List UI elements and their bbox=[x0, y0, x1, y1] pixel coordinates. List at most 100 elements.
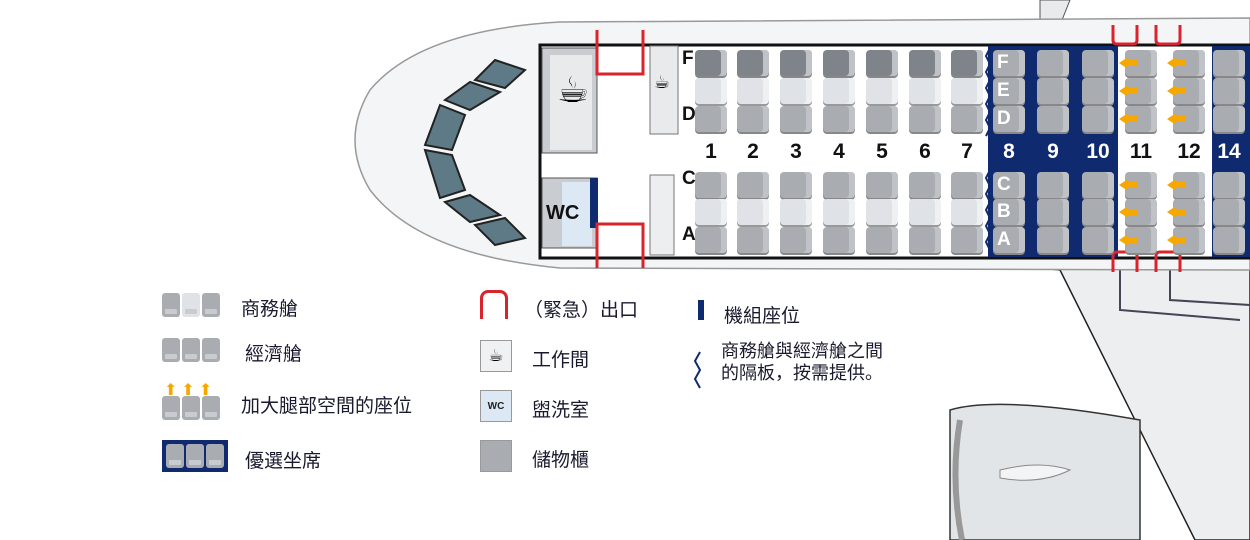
seat-7B[interactable] bbox=[951, 199, 983, 225]
seat-14C[interactable] bbox=[1213, 172, 1245, 198]
seat-1C[interactable] bbox=[695, 172, 727, 198]
seat-10A[interactable] bbox=[1082, 227, 1114, 253]
legend-crew-seat: 機組座位 bbox=[724, 305, 801, 327]
row-number: 10 bbox=[1086, 140, 1110, 163]
seat-8E[interactable]: E bbox=[993, 78, 1025, 104]
seat-6D[interactable] bbox=[909, 106, 941, 132]
seat-2E[interactable] bbox=[737, 78, 769, 104]
seat-14F[interactable] bbox=[1213, 50, 1245, 76]
seat-7A[interactable] bbox=[951, 227, 983, 253]
seat-2D[interactable] bbox=[737, 106, 769, 132]
seat-8D[interactable]: D bbox=[993, 106, 1025, 132]
seat-3B[interactable] bbox=[780, 199, 812, 225]
seat-3C[interactable] bbox=[780, 172, 812, 198]
seat-8B[interactable]: B bbox=[993, 199, 1025, 225]
seat-7D[interactable] bbox=[951, 106, 983, 132]
row-number: 14 bbox=[1217, 140, 1241, 163]
row-number: 2 bbox=[747, 140, 759, 163]
seat-10D[interactable] bbox=[1082, 106, 1114, 132]
seat-3F[interactable] bbox=[780, 50, 812, 76]
extra-legroom-arrow-icon bbox=[1167, 234, 1186, 246]
seat-9C[interactable] bbox=[1037, 172, 1069, 198]
seat-8F[interactable]: F bbox=[993, 50, 1025, 76]
row-number: 8 bbox=[1003, 140, 1015, 163]
seat-1E[interactable] bbox=[695, 78, 727, 104]
seat-letter: C bbox=[997, 174, 1011, 195]
seat-8C[interactable]: C bbox=[993, 172, 1025, 198]
seat-1D[interactable] bbox=[695, 106, 727, 132]
seat-9B[interactable] bbox=[1037, 199, 1069, 225]
seat-5A[interactable] bbox=[866, 227, 898, 253]
crew-seat-icon bbox=[698, 300, 704, 320]
seat-6C[interactable] bbox=[909, 172, 941, 198]
seat-10E[interactable] bbox=[1082, 78, 1114, 104]
lavatory-label: WC bbox=[546, 202, 580, 224]
cabin-divider bbox=[984, 47, 992, 137]
seat-3D[interactable] bbox=[780, 106, 812, 132]
seat-14A[interactable] bbox=[1213, 227, 1245, 253]
seat-10C[interactable] bbox=[1082, 172, 1114, 198]
seat-1A[interactable] bbox=[695, 227, 727, 253]
seat-9F[interactable] bbox=[1037, 50, 1069, 76]
seat-14D[interactable] bbox=[1213, 106, 1245, 132]
row-number: 4 bbox=[833, 140, 845, 163]
legend-exit: （緊急）出口 bbox=[524, 299, 639, 321]
seat-8A[interactable]: A bbox=[993, 227, 1025, 253]
legend-business: 商務艙 bbox=[241, 298, 299, 320]
seat-5E[interactable] bbox=[866, 78, 898, 104]
seat-7C[interactable] bbox=[951, 172, 983, 198]
seat-1F[interactable] bbox=[695, 50, 727, 76]
seat-column-letter: A bbox=[682, 224, 696, 245]
legend-lavatory: 盥洗室 bbox=[532, 399, 590, 421]
seat-2B[interactable] bbox=[737, 199, 769, 225]
seat-4B[interactable] bbox=[823, 199, 855, 225]
seat-7F[interactable] bbox=[951, 50, 983, 76]
seat-9A[interactable] bbox=[1037, 227, 1069, 253]
extra-legroom-arrow-icon bbox=[1119, 179, 1138, 191]
extra-legroom-arrow-icon bbox=[1167, 113, 1186, 125]
row-number: 3 bbox=[790, 140, 802, 163]
seat-letter: F bbox=[997, 52, 1009, 73]
row-number: 12 bbox=[1177, 140, 1201, 163]
row-number: 7 bbox=[961, 140, 973, 163]
extra-legroom-arrow-icon bbox=[1119, 113, 1138, 125]
seat-5F[interactable] bbox=[866, 50, 898, 76]
seat-column-letter: F bbox=[682, 48, 694, 69]
seat-2A[interactable] bbox=[737, 227, 769, 253]
seat-6A[interactable] bbox=[909, 227, 941, 253]
seat-1B[interactable] bbox=[695, 199, 727, 225]
seat-4D[interactable] bbox=[823, 106, 855, 132]
seat-5D[interactable] bbox=[866, 106, 898, 132]
seat-4A[interactable] bbox=[823, 227, 855, 253]
seat-9E[interactable] bbox=[1037, 78, 1069, 104]
seat-14E[interactable] bbox=[1213, 78, 1245, 104]
storage-icon bbox=[480, 440, 512, 472]
seat-5C[interactable] bbox=[866, 172, 898, 198]
seat-14B[interactable] bbox=[1213, 199, 1245, 225]
seat-5B[interactable] bbox=[866, 199, 898, 225]
seat-4C[interactable] bbox=[823, 172, 855, 198]
seat-2C[interactable] bbox=[737, 172, 769, 198]
extra-legroom-arrow-icon bbox=[1119, 206, 1138, 218]
legend-extra-legroom: 加大腿部空間的座位 bbox=[241, 395, 413, 417]
row-number: 1 bbox=[705, 140, 717, 163]
row-number: 9 bbox=[1047, 140, 1059, 163]
seat-2F[interactable] bbox=[737, 50, 769, 76]
seat-3E[interactable] bbox=[780, 78, 812, 104]
galley-coffee-icon: ☕ bbox=[654, 72, 671, 93]
seat-6E[interactable] bbox=[909, 78, 941, 104]
seat-9D[interactable] bbox=[1037, 106, 1069, 132]
seat-6B[interactable] bbox=[909, 199, 941, 225]
seat-7E[interactable] bbox=[951, 78, 983, 104]
seat-10B[interactable] bbox=[1082, 199, 1114, 225]
seat-10F[interactable] bbox=[1082, 50, 1114, 76]
seat-letter: E bbox=[997, 80, 1010, 101]
seat-4E[interactable] bbox=[823, 78, 855, 104]
exit-icon bbox=[480, 290, 508, 319]
seat-6F[interactable] bbox=[909, 50, 941, 76]
seat-3A[interactable] bbox=[780, 227, 812, 253]
seat-4F[interactable] bbox=[823, 50, 855, 76]
arrow-up-icon: ⬆⬆⬆ bbox=[164, 380, 217, 399]
extra-legroom-arrow-icon bbox=[1167, 179, 1186, 191]
legend-divider-line1: 商務艙與經濟艙之間 bbox=[721, 341, 883, 362]
